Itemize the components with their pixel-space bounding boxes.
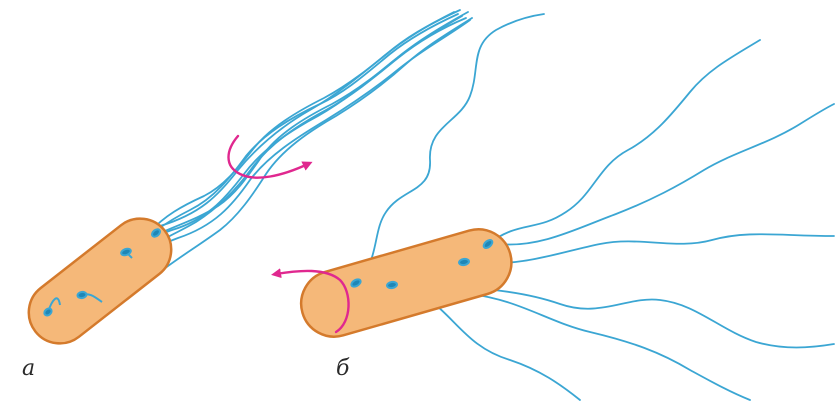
flagellum <box>150 10 460 232</box>
flagellum <box>160 18 472 272</box>
flagellum <box>470 294 750 400</box>
flagellum <box>470 234 834 263</box>
flagellum <box>430 300 580 400</box>
panel-b-spread-flagella <box>276 14 834 400</box>
basal-body <box>459 258 470 266</box>
basal-body <box>387 281 398 289</box>
flagellum <box>488 40 760 244</box>
basal-body <box>77 291 87 298</box>
flagellum <box>500 104 834 245</box>
bacterium-cell-b <box>293 221 519 344</box>
flagella-spread <box>355 14 834 400</box>
panel-b-label: б <box>336 356 349 381</box>
flagellum <box>132 18 466 258</box>
flagellum <box>154 12 468 236</box>
panel-a-label: а <box>22 356 35 381</box>
